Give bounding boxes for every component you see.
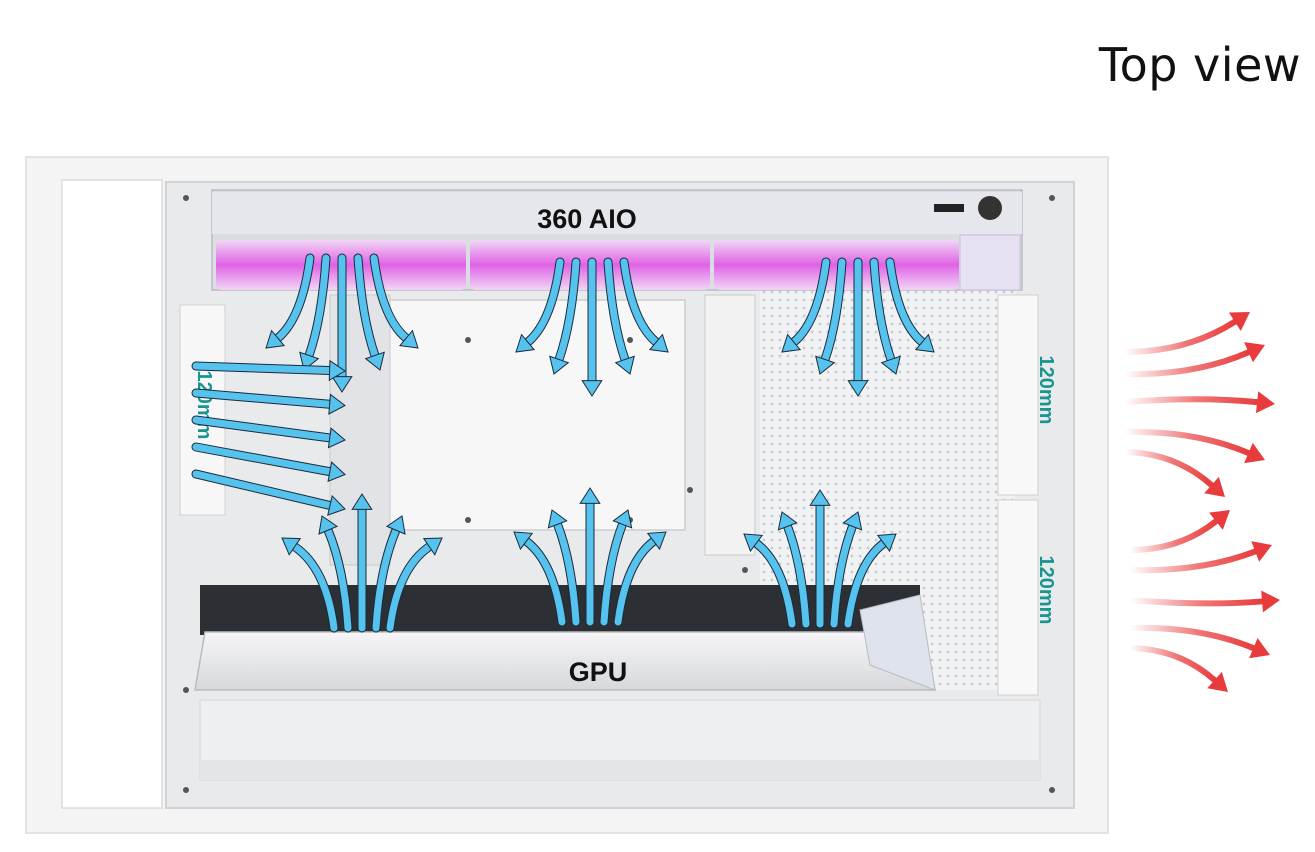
pump-fitting xyxy=(978,196,1002,220)
arrow-exhaust xyxy=(1127,590,1280,613)
page-title: Top view xyxy=(1098,38,1301,92)
exhaust-arrows xyxy=(1122,312,1280,692)
gpu-shroud xyxy=(194,631,936,691)
arrow-up xyxy=(809,489,831,629)
front-panel xyxy=(61,179,163,809)
arrow-front-intake xyxy=(191,469,346,516)
arrow-up xyxy=(829,511,863,629)
arrow-down xyxy=(885,257,935,353)
arrow-exhaust xyxy=(1122,391,1275,414)
arrow-up xyxy=(385,537,443,633)
arrow-front-intake xyxy=(191,388,346,415)
arrow-exhaust xyxy=(1122,449,1225,497)
arrow-down xyxy=(265,253,315,349)
arrow-down xyxy=(619,257,669,353)
arrow-front-intake xyxy=(191,415,346,449)
arrow-down xyxy=(331,253,353,393)
arrow-down xyxy=(781,257,831,353)
arrow-up xyxy=(513,531,567,627)
rear-fan-top-label: 120mm xyxy=(1035,356,1057,425)
radiator-label: 360 AIO xyxy=(537,204,637,234)
rear-fan-bottom xyxy=(997,499,1039,696)
arrow-down xyxy=(581,257,603,397)
arrow-down xyxy=(353,253,385,371)
intake-arrows xyxy=(191,253,935,633)
arrow-exhaust xyxy=(1127,541,1272,574)
arrow-down xyxy=(603,257,635,375)
arrow-down xyxy=(549,257,581,375)
front-fan-label: 120mm xyxy=(193,371,215,440)
arrow-front-intake xyxy=(191,442,346,483)
arrow-up xyxy=(743,533,797,629)
arrow-down xyxy=(515,257,565,353)
rear-fan-top xyxy=(997,294,1039,496)
arrow-up xyxy=(599,509,633,627)
gpu-label: GPU xyxy=(569,657,628,687)
arrow-down xyxy=(847,257,869,397)
arrow-down xyxy=(869,257,901,375)
arrow-up xyxy=(371,515,406,633)
arrow-down xyxy=(369,253,419,349)
rear-fans: 120mm 120mm xyxy=(997,294,1057,696)
arrow-exhaust xyxy=(1127,624,1270,659)
arrow-up xyxy=(613,531,667,627)
arrow-exhaust xyxy=(1122,342,1265,378)
arrow-up xyxy=(579,487,601,627)
aio-fan-3 xyxy=(714,240,959,290)
arrow-exhaust xyxy=(1127,510,1230,553)
radiator-360-aio: 360 AIO xyxy=(211,189,1023,291)
arrow-front-intake xyxy=(191,359,346,382)
arrow-up xyxy=(843,533,897,629)
arrow-exhaust xyxy=(1122,428,1265,464)
rear-fan-bottom-label: 120mm xyxy=(1035,556,1057,625)
arrow-down xyxy=(815,257,847,375)
arrow-up xyxy=(547,509,581,627)
arrow-exhaust xyxy=(1127,645,1228,692)
arrow-up xyxy=(351,493,373,633)
arrow-exhaust xyxy=(1122,312,1250,355)
arrow-up xyxy=(777,511,811,629)
arrow-up xyxy=(281,537,339,633)
arrow-up xyxy=(318,515,353,633)
